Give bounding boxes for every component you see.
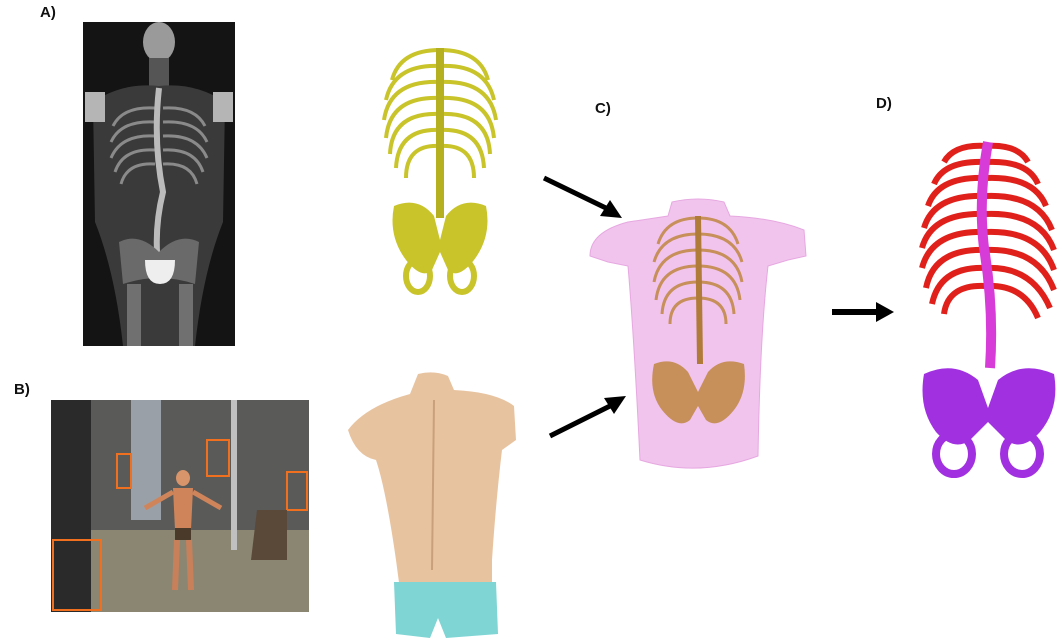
fused-torso-model bbox=[588, 196, 810, 478]
yellow-skeleton bbox=[378, 40, 502, 300]
label-a: A) bbox=[40, 4, 56, 21]
skin-torso-scan bbox=[346, 370, 522, 638]
reconstructed-skeleton bbox=[914, 138, 1062, 488]
capture-setup-photo bbox=[51, 400, 309, 612]
label-d: D) bbox=[876, 95, 892, 112]
xray-image bbox=[83, 22, 235, 346]
label-c: C) bbox=[595, 100, 611, 117]
label-b: B) bbox=[14, 381, 30, 398]
arrow-c-to-d bbox=[830, 300, 896, 324]
